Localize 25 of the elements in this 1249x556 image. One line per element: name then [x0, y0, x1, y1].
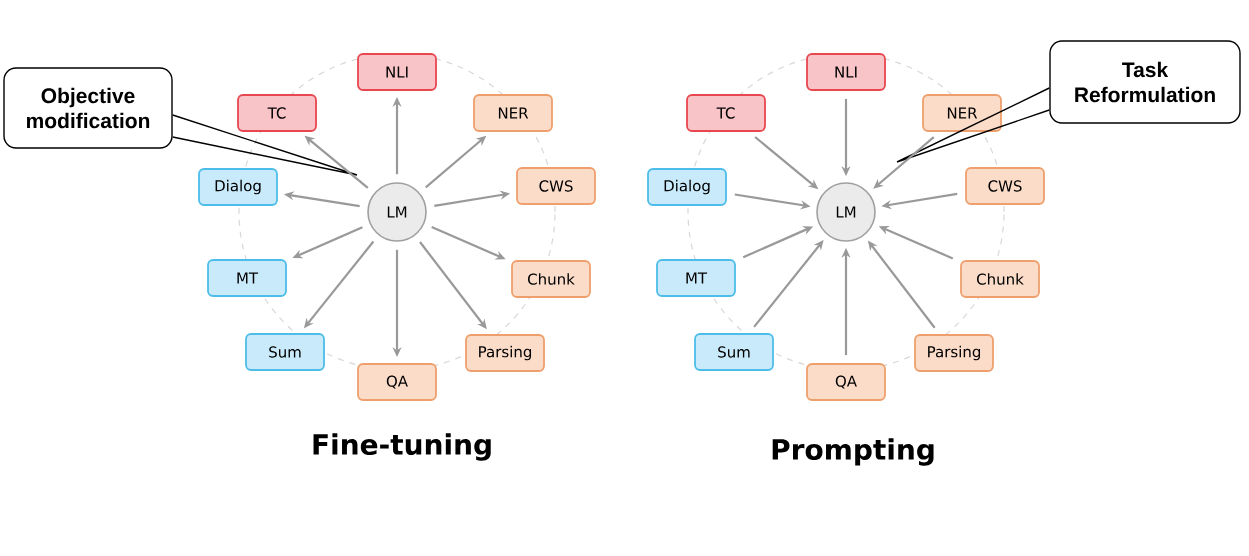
task-box: NER: [473, 94, 553, 132]
task-box: Chunk: [511, 260, 591, 298]
task-box: TC: [686, 94, 766, 132]
task-box: Sum: [694, 333, 774, 371]
arrow: [873, 136, 935, 189]
task-box: NER: [922, 94, 1002, 132]
task-box: Dialog: [647, 168, 727, 206]
task-box: Dialog: [198, 168, 278, 206]
task-box: MT: [656, 259, 736, 297]
task-box: Chunk: [960, 260, 1040, 298]
task-box: QA: [806, 363, 886, 401]
task-box: QA: [357, 363, 437, 401]
task-box: CWS: [516, 167, 596, 205]
task-box: MT: [207, 259, 287, 297]
panel-title: Prompting: [772, 438, 934, 466]
task-box: Sum: [245, 333, 325, 371]
task-box: NLI: [357, 53, 437, 91]
task-box: Parsing: [465, 334, 545, 372]
callout-box: Task Reformulation: [1049, 40, 1241, 124]
task-box: Parsing: [914, 334, 994, 372]
task-box: TC: [237, 94, 317, 132]
callout-box: Objective modification: [3, 67, 173, 149]
task-box: NLI: [806, 53, 886, 91]
panel-title: Fine-tuning: [313, 433, 491, 461]
task-box: CWS: [965, 167, 1045, 205]
